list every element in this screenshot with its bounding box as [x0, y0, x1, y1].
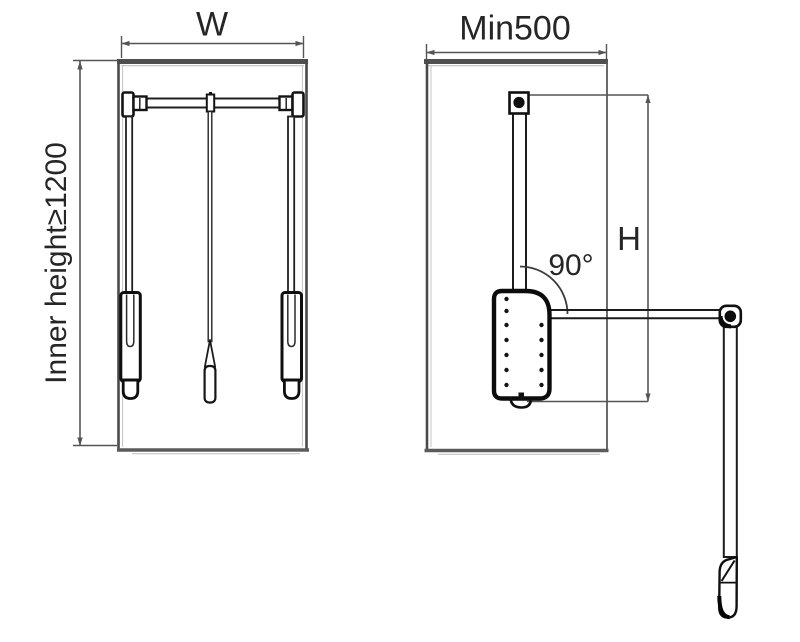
depth-dim-label: Min500: [459, 9, 571, 48]
front-view: [73, 36, 309, 455]
pull-cord-and-handle: [203, 110, 217, 404]
pull-grip: [717, 555, 738, 620]
depth-dimension: [425, 44, 608, 59]
inner-height-dimension: [73, 59, 118, 447]
hanging-rod: [722, 326, 738, 558]
height-dimension: [527, 94, 651, 403]
swing-arm: [549, 309, 723, 320]
side-cabinet-outline: [424, 59, 609, 455]
lift-rod-right: [280, 115, 303, 400]
angle-dim-label: 90°: [548, 249, 594, 282]
elbow-pivot: [718, 304, 743, 329]
side-view: [424, 44, 743, 620]
width-dimension: [120, 36, 305, 58]
angle-arc: [519, 265, 569, 315]
height-dim-label: H: [617, 220, 641, 257]
lift-rod-left: [119, 115, 142, 400]
hanging-rail: [121, 91, 305, 118]
inner-height-dim-label: Inner height≥1200: [40, 142, 73, 384]
width-dim-label: W: [195, 5, 229, 44]
mechanism-body: [491, 288, 552, 409]
mount-rod: [508, 91, 530, 293]
front-cabinet-outline: [117, 59, 309, 455]
